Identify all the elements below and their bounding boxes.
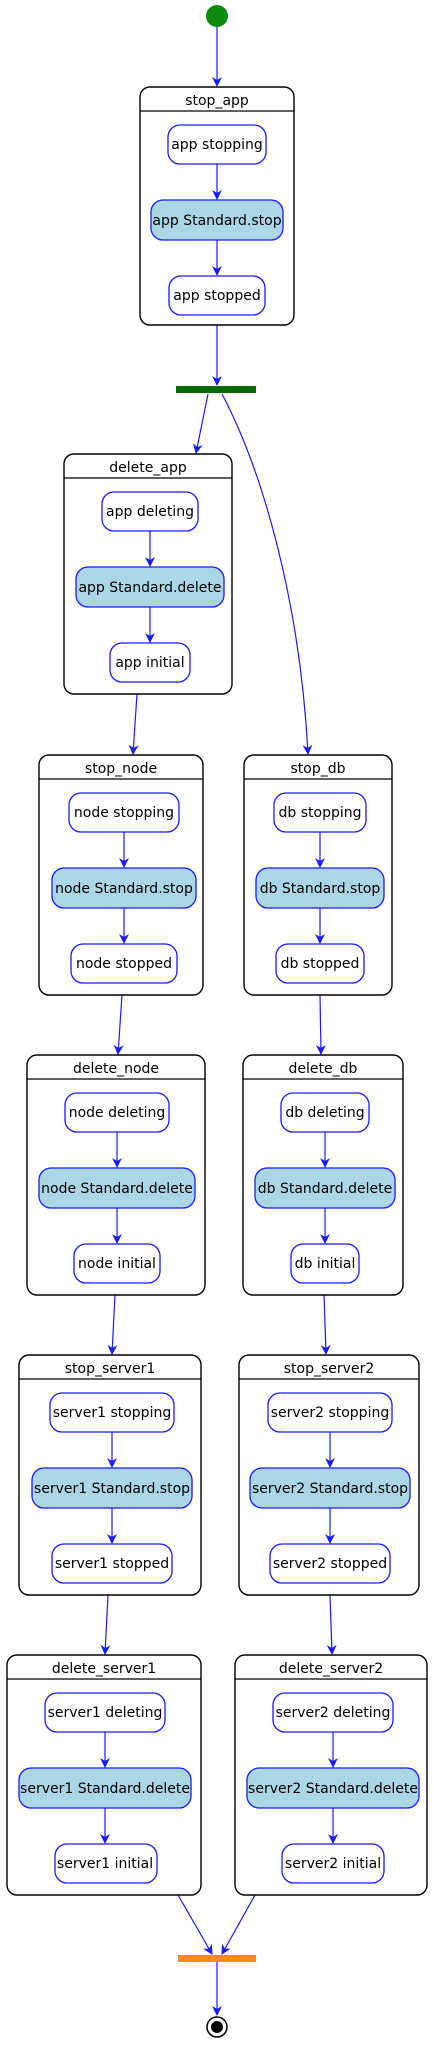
state-node bbox=[290, 1243, 360, 1284]
action-label: server2 Standard.delete bbox=[248, 1781, 418, 1797]
state-node bbox=[49, 1392, 175, 1433]
state-node bbox=[73, 1243, 161, 1284]
state-label: app stopping bbox=[171, 137, 263, 153]
state-node bbox=[68, 792, 180, 833]
state-node bbox=[109, 642, 191, 683]
composite-stop-server1: stop_server1 server1 stopping server1 St… bbox=[18, 1354, 202, 1596]
composite-title: delete_server1 bbox=[52, 1661, 156, 1677]
action-node bbox=[255, 867, 385, 909]
action-label: server2 Standard.stop bbox=[252, 1481, 408, 1497]
connector-arrows bbox=[100, 27, 337, 2016]
action-node bbox=[254, 1167, 396, 1209]
composite-title: stop_node bbox=[85, 761, 157, 777]
composite-delete-server2: delete_server2 server2 deleting server2 … bbox=[234, 1654, 428, 1896]
arrow-fork-to-stop-db bbox=[221, 393, 313, 755]
arrow-stop-db-to-delete-db bbox=[315, 994, 326, 1055]
state-label: server2 initial bbox=[285, 1856, 381, 1872]
state-node bbox=[64, 1092, 170, 1133]
composite-title: delete_app bbox=[109, 460, 187, 476]
action-node bbox=[31, 1467, 193, 1509]
state-label: db deleting bbox=[285, 1105, 364, 1121]
state-label: db initial bbox=[295, 1256, 356, 1272]
action-node bbox=[38, 1167, 196, 1209]
composite-delete-app: delete_app app deleting app Standard.del… bbox=[63, 453, 233, 695]
arrow-stop-server2-to-delete-server2 bbox=[326, 1594, 337, 1655]
composite-delete-server1: delete_server1 server1 deleting server1 … bbox=[6, 1654, 202, 1896]
state-node bbox=[275, 943, 365, 984]
action-node bbox=[51, 867, 197, 909]
state-node bbox=[273, 792, 367, 833]
state-label: server1 stopping bbox=[53, 1405, 171, 1421]
state-label: node stopping bbox=[74, 805, 174, 821]
fork-bar bbox=[176, 386, 256, 393]
start-node bbox=[206, 5, 228, 27]
state-label: node deleting bbox=[69, 1105, 166, 1121]
state-node bbox=[167, 124, 267, 165]
state-label: server2 deleting bbox=[276, 1705, 391, 1721]
composite-delete-db: delete_db db deleting db Standard.delete… bbox=[242, 1054, 404, 1296]
composite-delete-node: delete_node node deleting node Standard.… bbox=[26, 1054, 206, 1296]
action-node bbox=[75, 566, 225, 608]
arrow-delete-db-to-stop-server2 bbox=[320, 1294, 331, 1355]
state-label: db stopping bbox=[279, 805, 362, 821]
action-node bbox=[246, 1767, 420, 1809]
action-label: server1 Standard.delete bbox=[20, 1781, 190, 1797]
arrow-delete-app-to-stop-node bbox=[128, 693, 139, 755]
join-bar bbox=[178, 1955, 256, 1962]
composite-title: delete_node bbox=[73, 1061, 159, 1077]
composite-title: delete_server2 bbox=[279, 1661, 383, 1677]
composite-title: stop_app bbox=[185, 93, 249, 109]
arrow-fork-to-delete-app bbox=[192, 393, 209, 454]
state-node bbox=[267, 1392, 393, 1433]
composite-stop-db: stop_db db stopping db Standard.stop db … bbox=[243, 754, 393, 996]
state-node bbox=[44, 1692, 166, 1733]
state-label: server1 initial bbox=[57, 1856, 153, 1872]
state-node bbox=[269, 1543, 391, 1584]
arrow-stop-server1-to-delete-server1 bbox=[100, 1594, 111, 1655]
arrow-stop-node-to-delete-node bbox=[113, 994, 124, 1055]
state-node bbox=[54, 1843, 158, 1884]
action-label: server1 Standard.stop bbox=[34, 1481, 190, 1497]
state-label: server2 stopping bbox=[271, 1405, 389, 1421]
state-node bbox=[70, 943, 178, 984]
state-node bbox=[168, 275, 266, 316]
state-label: server1 deleting bbox=[48, 1705, 163, 1721]
state-label: server1 stopped bbox=[55, 1556, 169, 1572]
state-label: app deleting bbox=[106, 504, 194, 520]
composite-stop-node: stop_node node stopping node Standard.st… bbox=[38, 754, 204, 996]
action-label: db Standard.delete bbox=[258, 1181, 392, 1197]
action-label: db Standard.stop bbox=[260, 881, 381, 897]
state-label: db stopped bbox=[281, 956, 360, 972]
state-label: node stopped bbox=[76, 956, 172, 972]
arrow-delete-server2-to-join bbox=[221, 1894, 256, 1955]
state-label: server2 stopped bbox=[273, 1556, 387, 1572]
composite-stop-server2: stop_server2 server2 stopping server2 St… bbox=[238, 1354, 420, 1596]
state-label: app initial bbox=[115, 655, 184, 671]
state-node bbox=[280, 1092, 370, 1133]
composite-title: stop_server1 bbox=[65, 1361, 155, 1377]
state-node bbox=[272, 1692, 394, 1733]
action-node bbox=[249, 1467, 411, 1509]
arrow-delete-server1-to-join bbox=[177, 1894, 213, 1955]
composite-title: delete_db bbox=[289, 1061, 358, 1077]
state-node bbox=[101, 491, 199, 532]
action-node bbox=[18, 1767, 192, 1809]
state-node bbox=[281, 1843, 385, 1884]
composite-title: stop_db bbox=[290, 761, 345, 777]
action-label: node Standard.delete bbox=[41, 1181, 193, 1197]
end-node bbox=[206, 2016, 228, 2038]
action-label: app Standard.delete bbox=[78, 580, 221, 596]
composite-title: stop_server2 bbox=[284, 1361, 374, 1377]
action-label: node Standard.stop bbox=[55, 881, 193, 897]
state-label: node initial bbox=[78, 1256, 156, 1272]
arrow-delete-node-to-stop-server1 bbox=[107, 1294, 118, 1355]
state-node bbox=[51, 1543, 173, 1584]
action-node bbox=[150, 199, 284, 241]
state-label: app stopped bbox=[173, 288, 260, 304]
composite-stop-app: stop_app app stopping app Standard.stop … bbox=[139, 86, 295, 326]
action-label: app Standard.stop bbox=[152, 213, 281, 229]
